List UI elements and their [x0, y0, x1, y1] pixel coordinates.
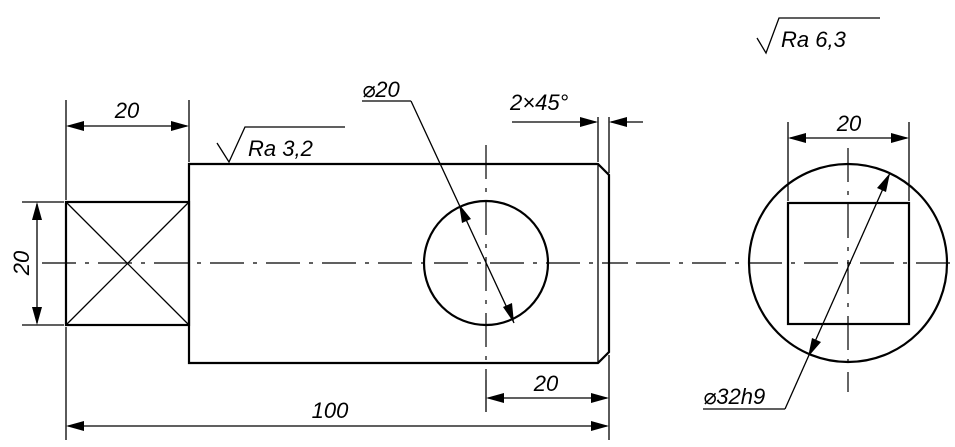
dim-chamfer-text: 2×45°	[509, 90, 569, 115]
dim-square-height-text: 20	[9, 250, 34, 276]
dim-chamfer: 2×45°	[509, 90, 643, 173]
roughness-general-text: Ra 6,3	[781, 27, 847, 52]
dim-square-width-text: 20	[114, 98, 140, 123]
dim-total-length-text: 100	[312, 398, 349, 423]
dim-hole-diameter: ⌀20	[362, 77, 515, 324]
dim-end-square-text: 20	[836, 111, 862, 136]
dim-shaft-diameter: ⌀32h9	[703, 172, 891, 410]
dim-shaft-diameter-text: ⌀32h9	[703, 384, 765, 409]
dim-square-height: 20	[9, 201, 64, 326]
dim-end-square: 20	[787, 111, 910, 201]
dim-hole-offset: 20	[485, 371, 609, 412]
roughness-surface-text: Ra 3,2	[248, 136, 313, 161]
dim-hole-diameter-text: ⌀20	[362, 77, 400, 102]
roughness-surface-symbol: Ra 3,2	[216, 126, 345, 164]
front-view	[42, 145, 628, 380]
dim-square-width: 20	[65, 98, 190, 200]
dim-hole-offset-text: 20	[533, 371, 559, 396]
roughness-general-symbol: Ra 6,3	[756, 17, 880, 55]
end-view	[636, 148, 955, 392]
dim-total-length: 100	[65, 327, 610, 440]
